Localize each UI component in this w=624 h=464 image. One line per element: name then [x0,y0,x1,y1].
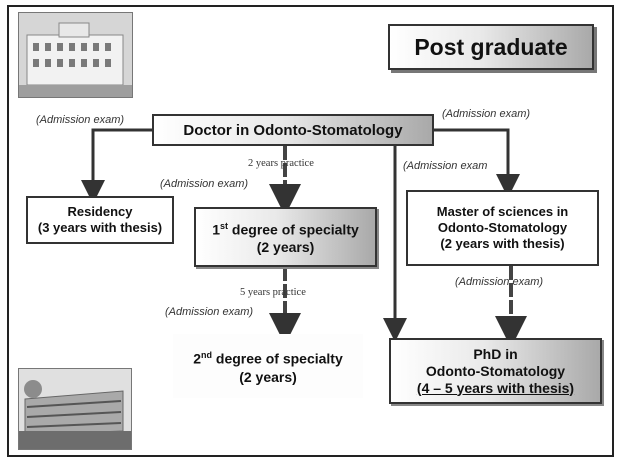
admission-exam-label-second: (Admission exam) [165,306,254,318]
phd-box: PhD in Odonto-Stomatology (4 – 5 years w… [389,338,602,404]
residency-duration: (3 years with thesis) [37,220,163,235]
second-degree-duration: (2 years) [239,368,297,385]
second-degree-box: 2nd degree of specialty (2 years) [173,334,363,398]
arrow-doctor-to-residency [81,128,152,204]
doctor-label: Doctor in Odonto-Stomatology [183,121,403,139]
admission-exam-label-first: (Admission exam) [160,178,249,190]
residency-title: Residency [67,204,133,219]
master-box: Master of sciences in Odonto-Stomatology… [406,190,599,266]
master-duration: (2 years with thesis) [440,236,565,251]
practice-5-years-label: 5 years practice [240,287,306,298]
second-degree-title: 2nd degree of specialty [193,350,343,367]
phd-duration: (4 – 5 years with thesis) [416,379,575,396]
phd-title-1: PhD in [473,345,518,362]
page-title-text: Post graduate [414,33,568,60]
admission-exam-label-left: (Admission exam) [36,114,125,126]
doctor-box: Doctor in Odonto-Stomatology [152,114,434,146]
building-photo-bottom [18,368,132,450]
master-title-2: Odonto-Stomatology [437,220,568,235]
master-title-1: Master of sciences in [436,204,569,219]
arrow-doctor-to-master [434,128,520,198]
admission-exam-label-phd: (Admission exam) [455,276,544,288]
building-photo-top [18,12,133,98]
first-degree-duration: (2 years) [256,238,315,255]
admission-exam-label-right: (Admission exam) [442,108,531,120]
page-title: Post graduate [388,24,594,70]
admission-exam-label-master: (Admission exam [403,160,488,172]
first-degree-title: 1st degree of specialty [212,221,359,238]
phd-title-2: Odonto-Stomatology [425,362,566,379]
residency-box: Residency (3 years with thesis) [26,196,174,244]
first-degree-box: 1st degree of specialty (2 years) [194,207,377,267]
practice-2-years-label: 2 years practice [248,158,314,169]
